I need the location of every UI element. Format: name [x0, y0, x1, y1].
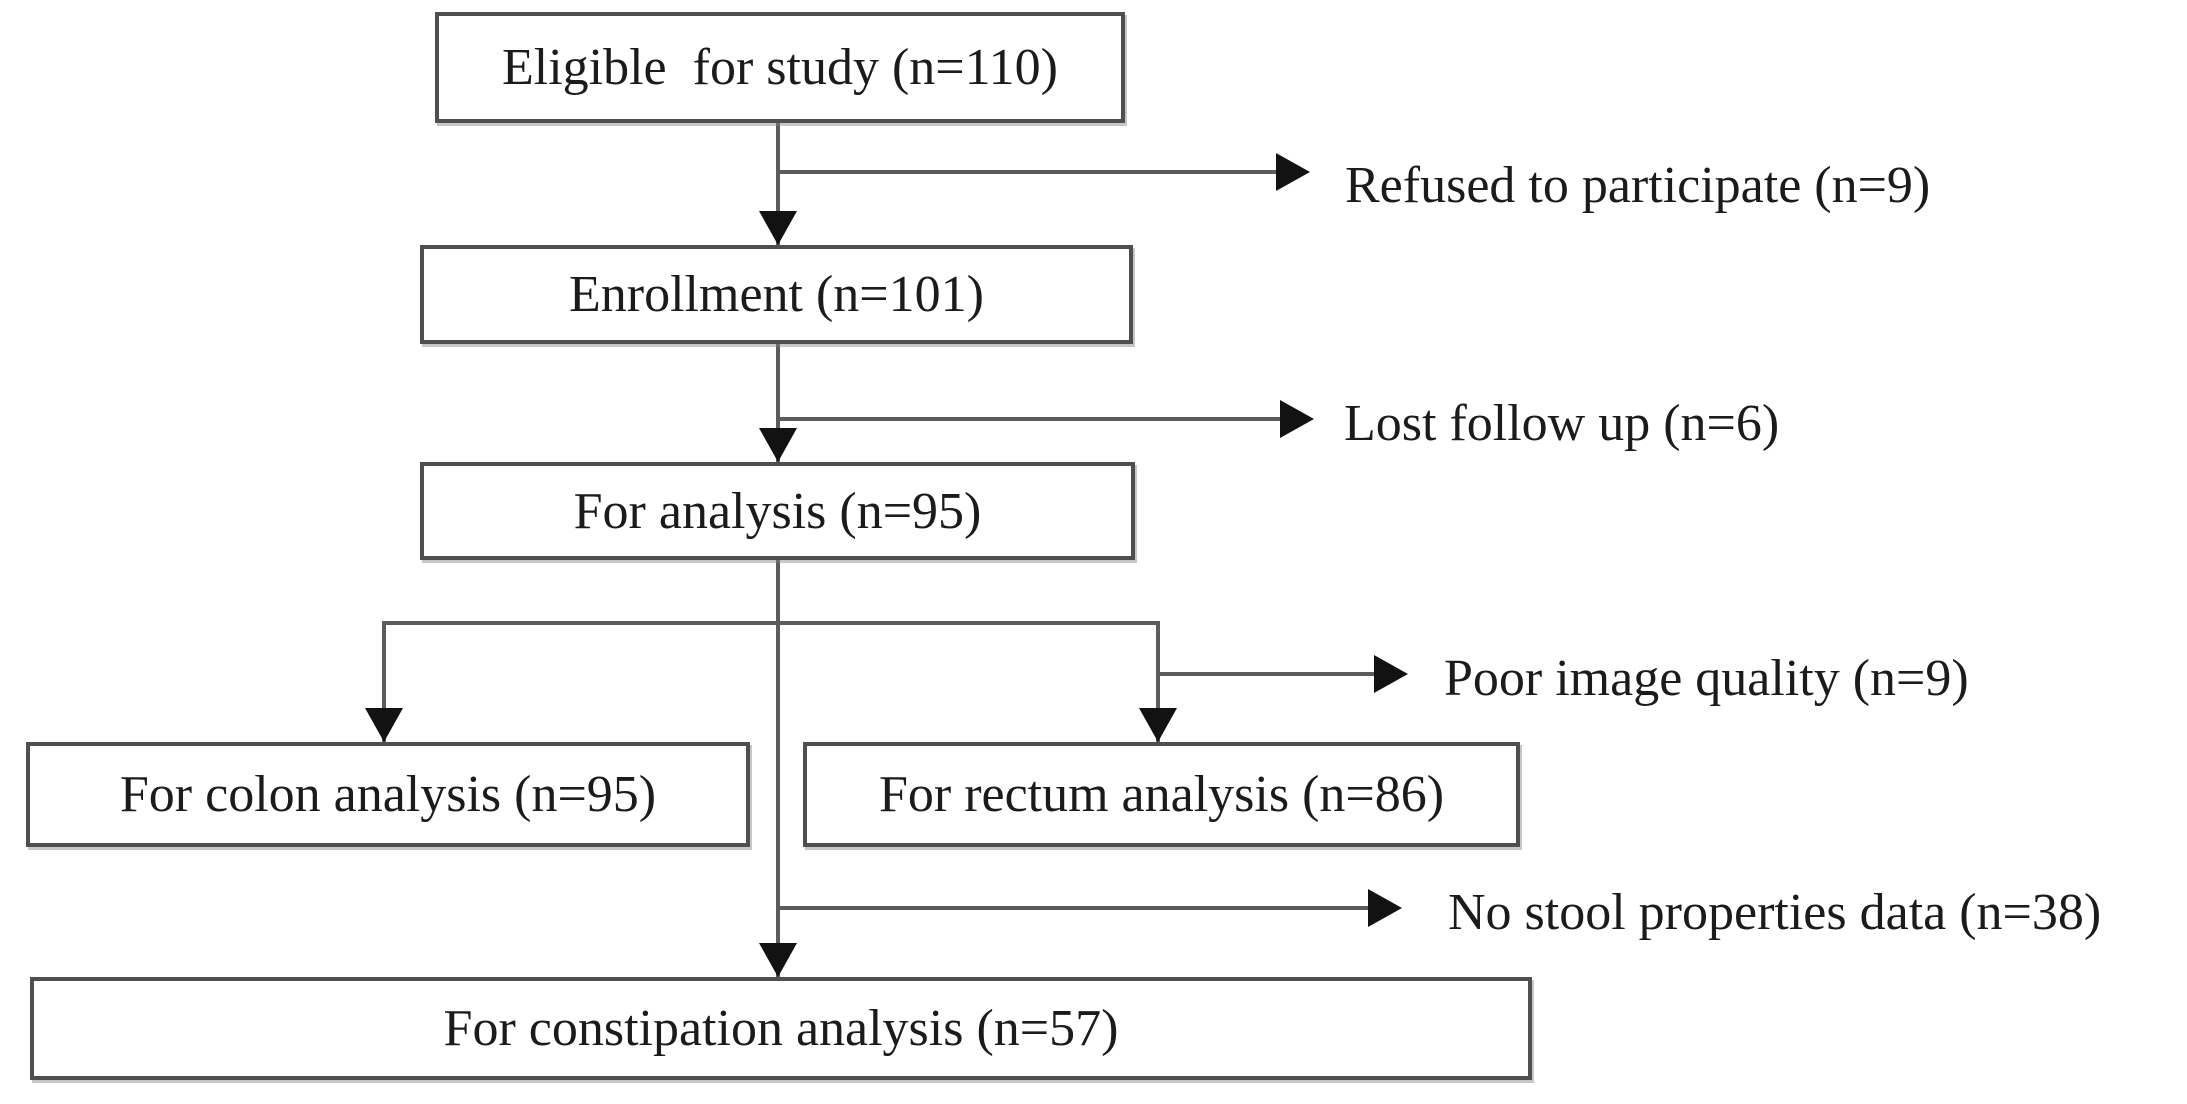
- arrowhead-down-analysis-icon: [759, 428, 797, 462]
- arrowhead-right-lost-icon: [1280, 400, 1314, 438]
- connector-split-to-rectum: [1156, 621, 1160, 742]
- connector-split-bar: [384, 621, 1160, 625]
- flow-box-eligible: Eligible for study (n=110): [435, 12, 1125, 123]
- arrowhead-right-refused-icon: [1276, 153, 1310, 191]
- connector-analysis-to-constipation: [776, 560, 780, 977]
- flow-box-enrollment-label: Enrollment (n=101): [569, 266, 984, 323]
- connector-enrollment-to-analysis: [776, 344, 780, 462]
- connector-refused-branch: [778, 170, 1276, 174]
- connector-no-stool-branch: [778, 906, 1368, 910]
- flow-box-rectum-analysis-label: For rectum analysis (n=86): [878, 766, 1445, 823]
- exclusion-label-lost-follow-up: Lost follow up (n=6): [1344, 395, 1780, 452]
- exclusion-label-poor-image-quality: Poor image quality (n=9): [1444, 650, 1969, 707]
- flow-box-constipation-analysis: For constipation analysis (n=57): [30, 977, 1532, 1080]
- flow-box-constipation-analysis-label: For constipation analysis (n=57): [443, 1000, 1119, 1057]
- flow-box-colon-analysis: For colon analysis (n=95): [26, 742, 750, 847]
- exclusion-label-refused: Refused to participate (n=9): [1345, 157, 1931, 214]
- connector-split-to-colon: [382, 621, 386, 742]
- exclusion-label-no-stool-data: No stool properties data (n=38): [1448, 884, 2102, 941]
- flow-box-enrollment: Enrollment (n=101): [420, 245, 1133, 344]
- arrowhead-right-no-stool-icon: [1368, 889, 1402, 927]
- connector-lost-branch: [778, 417, 1280, 421]
- flow-box-rectum-analysis: For rectum analysis (n=86): [803, 742, 1520, 847]
- arrowhead-down-enrollment-icon: [759, 211, 797, 245]
- connector-poor-quality-branch: [1158, 672, 1374, 676]
- flow-box-eligible-label: Eligible for study (n=110): [502, 39, 1058, 96]
- arrowhead-down-rectum-icon: [1139, 708, 1177, 742]
- arrowhead-down-colon-icon: [365, 708, 403, 742]
- flow-box-colon-analysis-label: For colon analysis (n=95): [119, 766, 657, 823]
- arrowhead-right-poor-quality-icon: [1374, 655, 1408, 693]
- arrowhead-down-constipation-icon: [759, 943, 797, 977]
- flow-box-analysis-label: For analysis (n=95): [573, 482, 982, 540]
- connector-eligible-to-enrollment: [776, 123, 780, 245]
- flow-box-analysis: For analysis (n=95): [420, 462, 1135, 560]
